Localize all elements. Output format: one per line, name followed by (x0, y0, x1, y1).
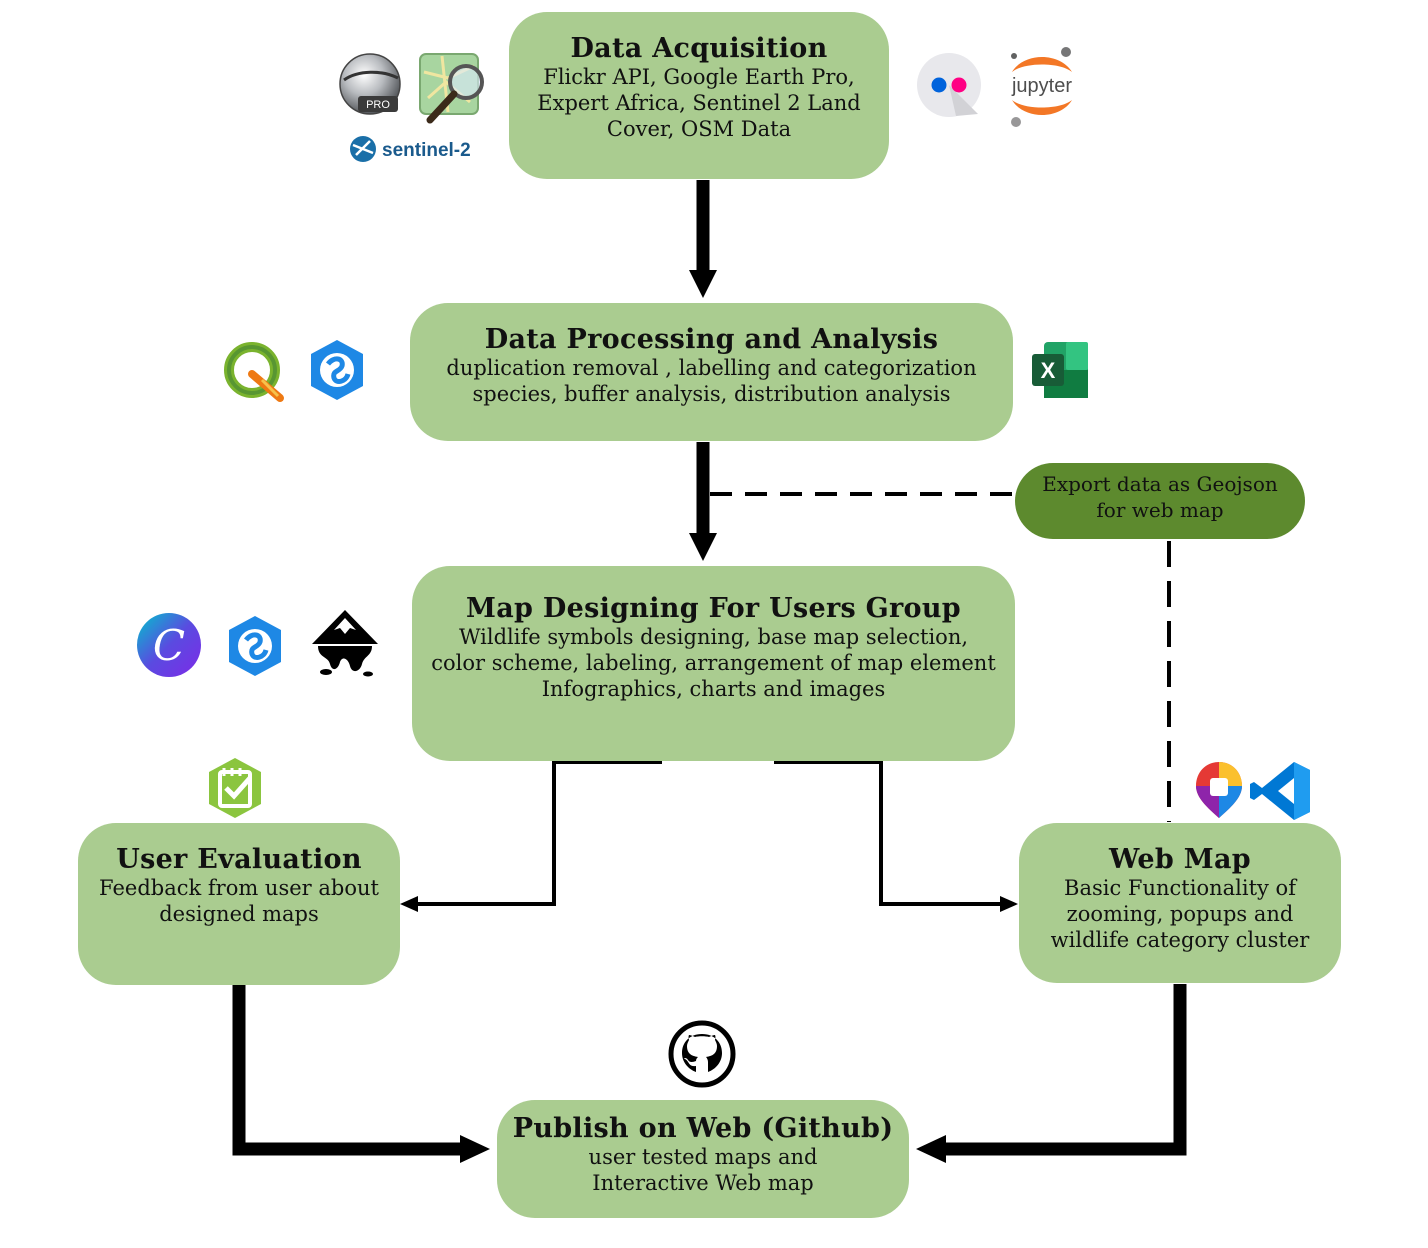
node-description: Basic Functionality of zooming, popups a… (1050, 876, 1310, 952)
node-description: duplication removal , labelling and cate… (446, 356, 977, 406)
svg-text:C: C (153, 621, 185, 670)
svg-text:PRO: PRO (366, 99, 390, 111)
node-title: Publish on Web (Github) (512, 1113, 894, 1144)
node-description: Flickr API, Google Earth Pro, Expert Afr… (537, 65, 861, 141)
svg-text:jupyter: jupyter (1011, 75, 1072, 97)
node-map-designing: Map Designing For Users Group Wildlife s… (412, 566, 1015, 761)
arrow-evaluation-to-publish (232, 985, 490, 1163)
node-description: Wildlife symbols designing, base map sel… (431, 625, 996, 701)
svg-text:X: X (1041, 358, 1056, 383)
github-icon (668, 1020, 736, 1088)
arrow-webmap-to-publish (916, 984, 1187, 1163)
arrow-designing-to-webmap (774, 760, 1018, 912)
sentinel-2-icon: sentinel-2 (350, 136, 471, 162)
node-user-evaluation: User Evaluation Feedback from user about… (78, 823, 400, 985)
node-title: User Evaluation (116, 844, 362, 875)
leaflet-style-icon (1196, 762, 1242, 818)
arrow-designing-to-evaluation (400, 760, 662, 912)
node-data-processing: Data Processing and Analysis duplication… (410, 303, 1013, 441)
node-web-map: Web Map Basic Functionality of zooming, … (1019, 823, 1341, 983)
vscode-icon (1250, 762, 1310, 820)
arcgis-pro-icon (229, 616, 281, 676)
node-title: Data Processing and Analysis (484, 324, 939, 355)
svg-text:sentinel-2: sentinel-2 (382, 140, 471, 161)
google-earth-pro-icon: PRO (339, 53, 401, 115)
jupyter-icon: jupyter (1011, 47, 1072, 127)
excel-icon: X (1032, 342, 1088, 398)
canva-icon: C (137, 613, 201, 677)
arrow-processing-to-designing (689, 442, 717, 561)
node-publish-web: Publish on Web (Github) user tested maps… (497, 1100, 909, 1218)
node-description: Feedback from user about designed maps (99, 876, 379, 926)
node-title: Web Map (1109, 844, 1251, 875)
node-description: user tested maps and Interactive Web map (588, 1145, 818, 1195)
openstreetmap-icon (419, 53, 484, 124)
survey123-icon (209, 758, 261, 818)
inkscape-icon (312, 610, 378, 677)
dashed-export-connector (710, 492, 1171, 822)
node-title: Data Acquisition (570, 33, 828, 64)
flickr-icon (917, 53, 981, 117)
arrow-acquisition-to-processing (689, 180, 717, 298)
qgis-icon (224, 342, 284, 402)
export-geojson-note: Export data as Geojson for web map (1015, 463, 1305, 539)
node-title: Map Designing For Users Group (466, 593, 961, 624)
arcgis-pro-icon (311, 340, 363, 400)
node-data-acquisition: Data Acquisition Flickr API, Google Eart… (509, 12, 889, 179)
